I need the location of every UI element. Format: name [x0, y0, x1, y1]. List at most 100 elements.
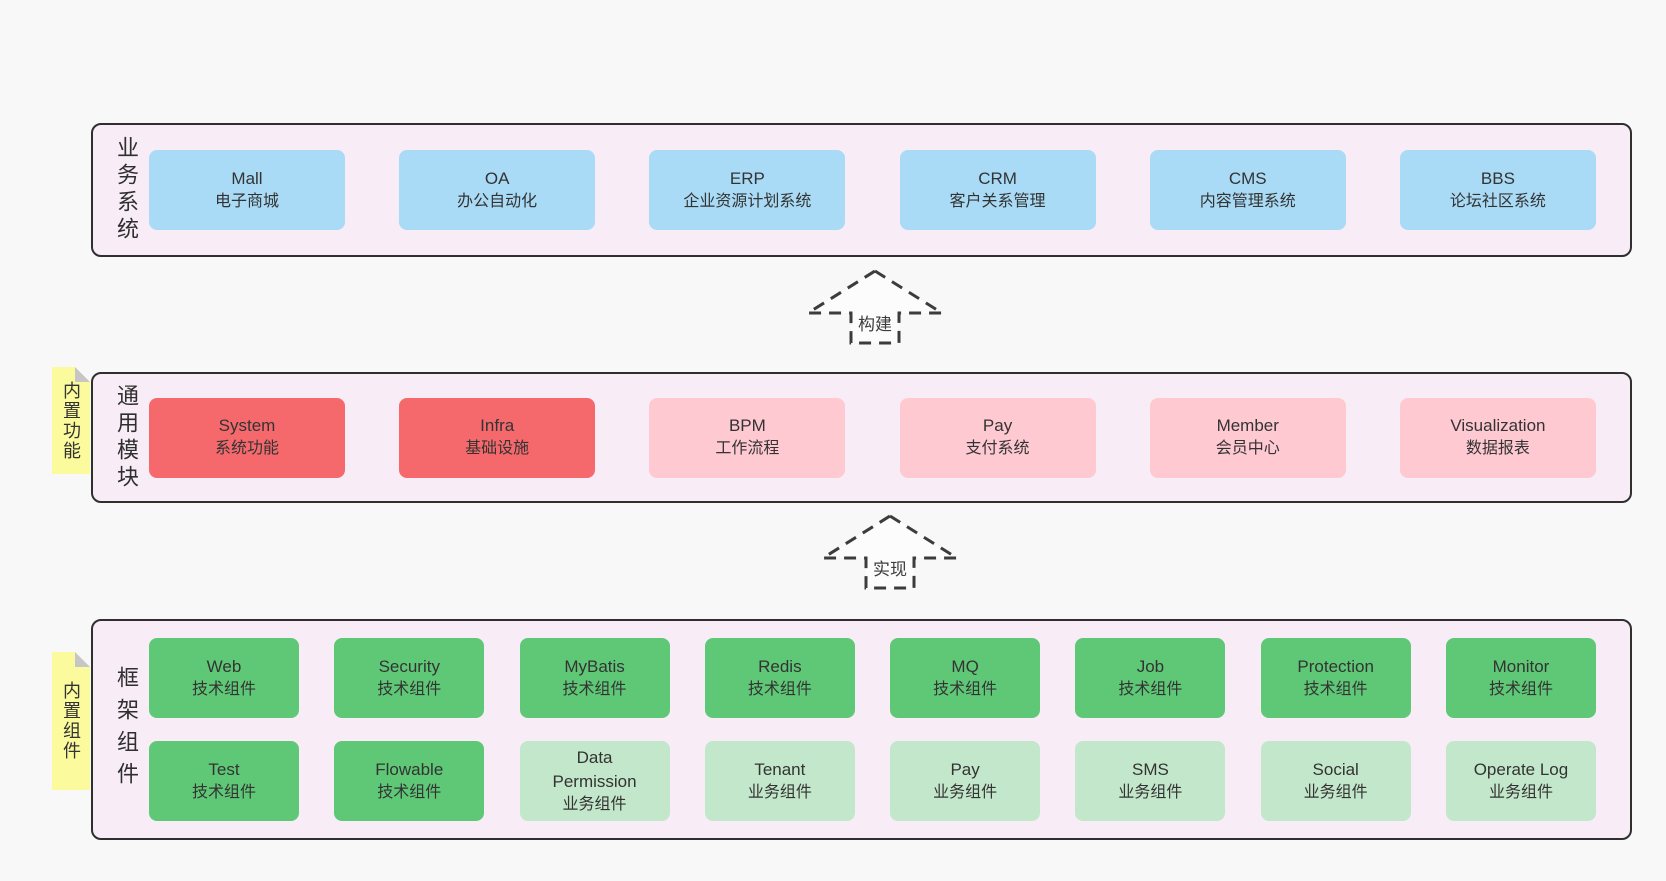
box-title: Web	[206, 656, 242, 676]
box-subtitle: 数据报表	[1465, 440, 1530, 458]
box-title: Flowable	[375, 759, 444, 779]
box-title: Mall	[231, 168, 263, 188]
box-title: Security	[378, 656, 440, 676]
box-title: SMS	[1131, 759, 1169, 779]
box-title: System	[218, 416, 276, 436]
box-subtitle: 业务组件	[1488, 783, 1553, 801]
box-subtitle: 内容管理系统	[1199, 192, 1296, 210]
component-box-pay: Pay 业务组件	[890, 741, 1041, 821]
box-subtitle: 工作流程	[715, 440, 780, 458]
module-box-visualization: Visualization 数据报表	[1399, 397, 1596, 478]
box-title: Redis	[758, 656, 802, 676]
box-title: CRM	[978, 168, 1017, 188]
implement-arrow: 实现	[820, 513, 960, 591]
folded-corner-icon	[75, 367, 90, 382]
module-box-bpm: BPM 工作流程	[649, 397, 846, 478]
component-box-social: Social 业务组件	[1260, 741, 1411, 821]
band-label-text: 通用模块	[114, 383, 139, 492]
box-subtitle: 支付系统	[965, 440, 1030, 458]
box-title: MyBatis	[564, 656, 625, 676]
box-subtitle: 技术组件	[1118, 680, 1183, 698]
box-subtitle: 技术组件	[1488, 680, 1553, 698]
box-title: Data Permission	[552, 748, 637, 791]
note-text: 内置功能	[61, 380, 81, 461]
box-subtitle: 业务组件	[562, 795, 627, 813]
box-title: Pay	[982, 416, 1013, 436]
module-box-bbs: BBS 论坛社区系统	[1399, 150, 1596, 230]
box-subtitle: 技术组件	[377, 783, 442, 801]
component-box-tenant: Tenant 业务组件	[704, 741, 855, 821]
box-title: MQ	[951, 656, 979, 676]
component-box-flowable: Flowable 技术组件	[334, 741, 485, 821]
component-box-sms: SMS 业务组件	[1075, 741, 1226, 821]
box-subtitle: 业务组件	[1118, 783, 1183, 801]
box-subtitle: 技术组件	[747, 680, 812, 698]
box-subtitle: 技术组件	[191, 680, 256, 698]
band-common-modules: 通用模块 System 系统功能 Infra 基础设施 BPM 工作流程 Pay	[91, 372, 1632, 503]
box-subtitle: 客户关系管理	[949, 192, 1046, 210]
band-business-systems-label: 业务系统	[103, 125, 149, 255]
note-text: 内置组件	[61, 681, 81, 761]
box-row: Mall 电子商城 OA 办公自动化 ERP 企业资源计划系统 CRM 客户关系…	[149, 150, 1596, 230]
box-row: System 系统功能 Infra 基础设施 BPM 工作流程 Pay 支付系统…	[149, 397, 1596, 478]
box-subtitle: 会员中心	[1215, 440, 1280, 458]
box-title: OA	[484, 168, 510, 188]
box-title: Tenant	[754, 759, 806, 779]
box-subtitle: 企业资源计划系统	[683, 192, 812, 210]
band-business-systems: 业务系统 Mall 电子商城 OA 办公自动化 ERP 企业资源计划系统 CRM	[91, 123, 1632, 257]
box-subtitle: 论坛社区系统	[1449, 192, 1546, 210]
module-box-system: System 系统功能	[149, 397, 345, 478]
band-framework-components: 框架组件 Web 技术组件 Security 技术组件 MyBatis 技术组件…	[91, 619, 1632, 840]
box-title: BBS	[1480, 168, 1515, 188]
module-box-mall: Mall 电子商城	[149, 150, 345, 230]
component-box-mybatis: MyBatis 技术组件	[519, 638, 670, 718]
build-arrow: 构建	[805, 268, 945, 346]
box-row-technical: Web 技术组件 Security 技术组件 MyBatis 技术组件 Redi…	[149, 638, 1596, 718]
box-row-business: Test 技术组件 Flowable 技术组件 Data Permission …	[149, 741, 1596, 821]
box-title: Infra	[480, 416, 515, 436]
band-framework-components-label: 框架组件	[103, 621, 149, 838]
box-title: CMS	[1228, 168, 1267, 188]
box-title: Pay	[950, 759, 980, 779]
box-subtitle: 办公自动化	[457, 192, 538, 210]
box-title: Operate Log	[1473, 759, 1569, 779]
band-label-text: 框架组件	[114, 665, 139, 794]
module-box-member: Member 会员中心	[1149, 397, 1346, 478]
build-arrow-label: 构建	[856, 315, 894, 334]
box-subtitle: 技术组件	[191, 783, 256, 801]
component-box-operate-log: Operate Log 业务组件	[1445, 741, 1596, 821]
component-box-web: Web 技术组件	[149, 638, 299, 718]
box-subtitle: 技术组件	[562, 680, 627, 698]
box-subtitle: 业务组件	[747, 783, 812, 801]
box-subtitle: 系统功能	[214, 440, 279, 458]
band-business-systems-boxes: Mall 电子商城 OA 办公自动化 ERP 企业资源计划系统 CRM 客户关系…	[149, 125, 1596, 255]
folded-corner-icon	[75, 652, 90, 667]
box-subtitle: 技术组件	[1303, 680, 1368, 698]
up-arrow-icon	[805, 269, 945, 345]
component-box-mq: MQ 技术组件	[890, 638, 1041, 718]
box-subtitle: 电子商城	[214, 192, 279, 210]
box-title: Protection	[1297, 656, 1374, 676]
band-common-modules-label: 通用模块	[103, 374, 149, 501]
box-subtitle: 业务组件	[933, 783, 998, 801]
box-subtitle: 业务组件	[1303, 783, 1368, 801]
note-built-in-components: 内置组件	[52, 652, 90, 790]
box-subtitle: 技术组件	[933, 680, 998, 698]
note-built-in-features: 内置功能	[52, 367, 90, 474]
module-box-crm: CRM 客户关系管理	[899, 150, 1096, 230]
implement-arrow-label: 实现	[871, 560, 909, 579]
band-framework-components-boxes: Web 技术组件 Security 技术组件 MyBatis 技术组件 Redi…	[149, 621, 1596, 838]
box-title: Social	[1312, 759, 1359, 779]
box-subtitle: 技术组件	[377, 680, 442, 698]
box-title: Test	[208, 759, 240, 779]
component-box-job: Job 技术组件	[1075, 638, 1226, 718]
box-title: Monitor	[1492, 656, 1550, 676]
band-label-text: 业务系统	[114, 136, 139, 244]
box-title: ERP	[729, 168, 765, 188]
component-box-test: Test 技术组件	[149, 741, 299, 821]
module-box-pay: Pay 支付系统	[899, 397, 1096, 478]
module-box-oa: OA 办公自动化	[399, 150, 596, 230]
box-title: BPM	[728, 416, 766, 436]
box-title: Member	[1216, 416, 1279, 436]
